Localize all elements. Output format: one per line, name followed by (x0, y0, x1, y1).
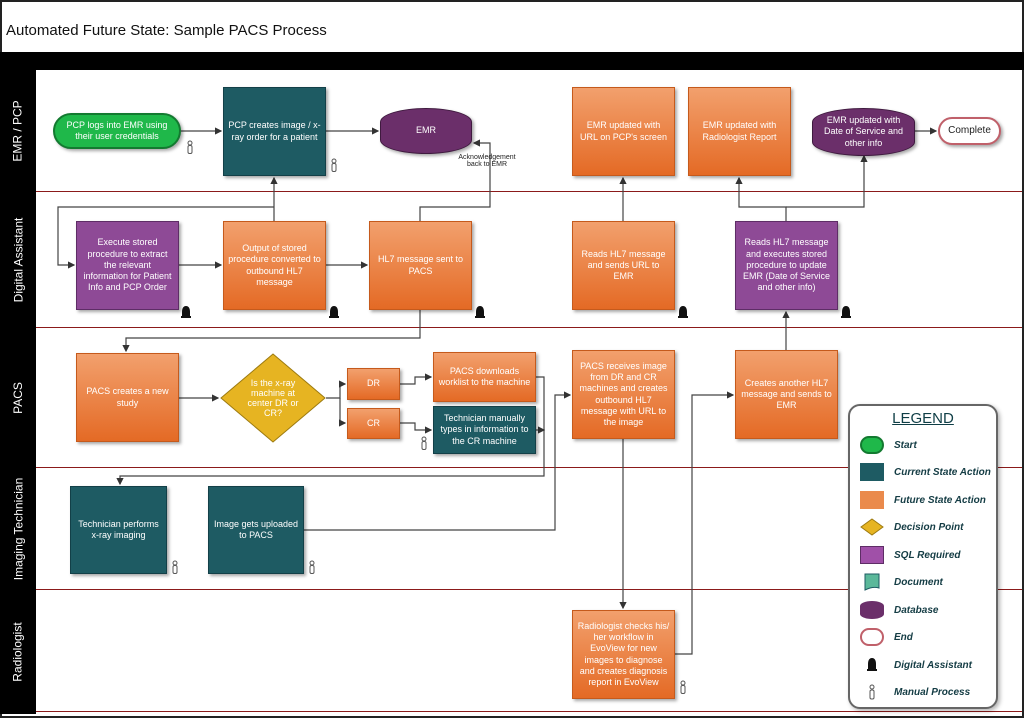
legend-item-database: Database (860, 601, 938, 619)
cr-node[interactable]: CR (347, 408, 400, 439)
legend-item-start: Start (860, 436, 917, 454)
manual-process-icon (172, 560, 178, 574)
database-swatch (860, 601, 884, 619)
pacs-study-node[interactable]: PACS creates a new study (76, 353, 179, 442)
lane-label: Radiologist (0, 590, 36, 714)
manual-process-icon (869, 684, 875, 700)
manual-process-icon (309, 560, 315, 574)
lane-imaging-technician (0, 468, 1022, 590)
lane-label: PACS (0, 328, 36, 468)
ack-label: Acknowledgement back to EMR (458, 154, 516, 168)
legend-item-manual: Manual Process (860, 683, 970, 701)
complete-end-node[interactable]: Complete (938, 117, 1001, 145)
decision-text: Is the x-ray machine at center DR or CR? (247, 378, 299, 418)
legend-item-digital-assistant: Digital Assistant (860, 656, 972, 674)
legend-title: LEGEND (892, 410, 954, 427)
pcp-order-node[interactable]: PCP creates image / x-ray order for a pa… (223, 87, 326, 176)
digital-assistant-icon (475, 306, 485, 318)
digital-assistant-icon (181, 306, 191, 318)
legend: LEGEND Start Current State Action Future… (848, 404, 998, 709)
tech-types-node[interactable]: Technician manually types in information… (433, 406, 536, 454)
tech-performs-node[interactable]: Technician performs x-ray imaging (70, 486, 167, 574)
digital-assistant-icon (678, 306, 688, 318)
legend-label: Digital Assistant (894, 659, 972, 671)
manual-process-icon (421, 436, 427, 450)
legend-label: Start (894, 439, 917, 451)
creates-another-hl7-node[interactable]: Creates another HL7 message and sends to… (735, 350, 838, 439)
lane-label: Imaging Technician (0, 468, 36, 590)
decision-swatch (860, 518, 884, 536)
legend-label: End (894, 631, 913, 643)
header-bar (0, 52, 1024, 70)
legend-label: Document (894, 576, 943, 588)
emr-url-node[interactable]: EMR updated with URL on PCP's screen (572, 87, 675, 176)
lane-label: EMR / PCP (0, 70, 36, 192)
manual-process-icon (331, 158, 337, 172)
lane-label: Digital Assistant (0, 192, 36, 328)
output-hl7-node[interactable]: Output of stored procedure converted to … (223, 221, 326, 310)
diamond-shape (220, 353, 326, 443)
hl7-sent-node[interactable]: HL7 message sent to PACS (369, 221, 472, 310)
digital-assistant-icon (867, 658, 877, 671)
legend-label: SQL Required (894, 549, 961, 561)
legend-item-decision: Decision Point (860, 518, 963, 536)
image-upload-node[interactable]: Image gets uploaded to PACS (208, 486, 304, 574)
digital-assistant-icon (841, 306, 851, 318)
emr-dos-database-node[interactable]: EMR updated with Date of Service and oth… (812, 108, 915, 156)
lane-radiologist (0, 590, 1022, 712)
legend-label: Manual Process (894, 686, 971, 698)
lane-pacs (0, 328, 1022, 468)
legend-item-sql: SQL Required (860, 546, 961, 564)
emr-database-node[interactable]: EMR (380, 108, 472, 154)
legend-item-current: Current State Action (860, 463, 991, 481)
pacs-receives-node[interactable]: PACS receives image from DR and CR machi… (572, 350, 675, 439)
legend-item-future: Future State Action (860, 491, 986, 509)
legend-label: Current State Action (894, 466, 991, 478)
lane-digital-assistant (0, 192, 1022, 328)
emr-report-node[interactable]: EMR updated with Radiologist Report (688, 87, 791, 176)
legend-item-end: End (860, 628, 913, 646)
page-title: Automated Future State: Sample PACS Proc… (6, 22, 327, 39)
execute-procedure-node[interactable]: Execute stored procedure to extract the … (76, 221, 179, 310)
manual-process-icon (187, 140, 193, 154)
lane-emr-pcp (0, 70, 1022, 192)
reads-hl7-url-node[interactable]: Reads HL7 message and sends URL to EMR (572, 221, 675, 310)
legend-label: Decision Point (894, 521, 964, 533)
future-state-swatch (860, 491, 884, 509)
document-icon (864, 573, 880, 591)
reads-hl7-execute-node[interactable]: Reads HL7 message and executes stored pr… (735, 221, 838, 310)
start-node[interactable]: PCP logs into EMR using their user crede… (53, 113, 181, 149)
pacs-download-node[interactable]: PACS downloads worklist to the machine (433, 352, 536, 402)
radiologist-node[interactable]: Radiologist checks his/ her workflow in … (572, 610, 675, 699)
current-state-swatch (860, 463, 884, 481)
digital-assistant-icon (329, 306, 339, 318)
legend-item-document: Document (860, 573, 943, 591)
decision-node[interactable]: Is the x-ray machine at center DR or CR? (220, 353, 326, 443)
sql-swatch (860, 546, 884, 564)
legend-label: Database (894, 604, 939, 616)
end-swatch (860, 628, 884, 646)
legend-label: Future State Action (894, 494, 986, 506)
dr-node[interactable]: DR (347, 368, 400, 400)
manual-process-icon (680, 680, 686, 694)
start-swatch (860, 436, 884, 454)
